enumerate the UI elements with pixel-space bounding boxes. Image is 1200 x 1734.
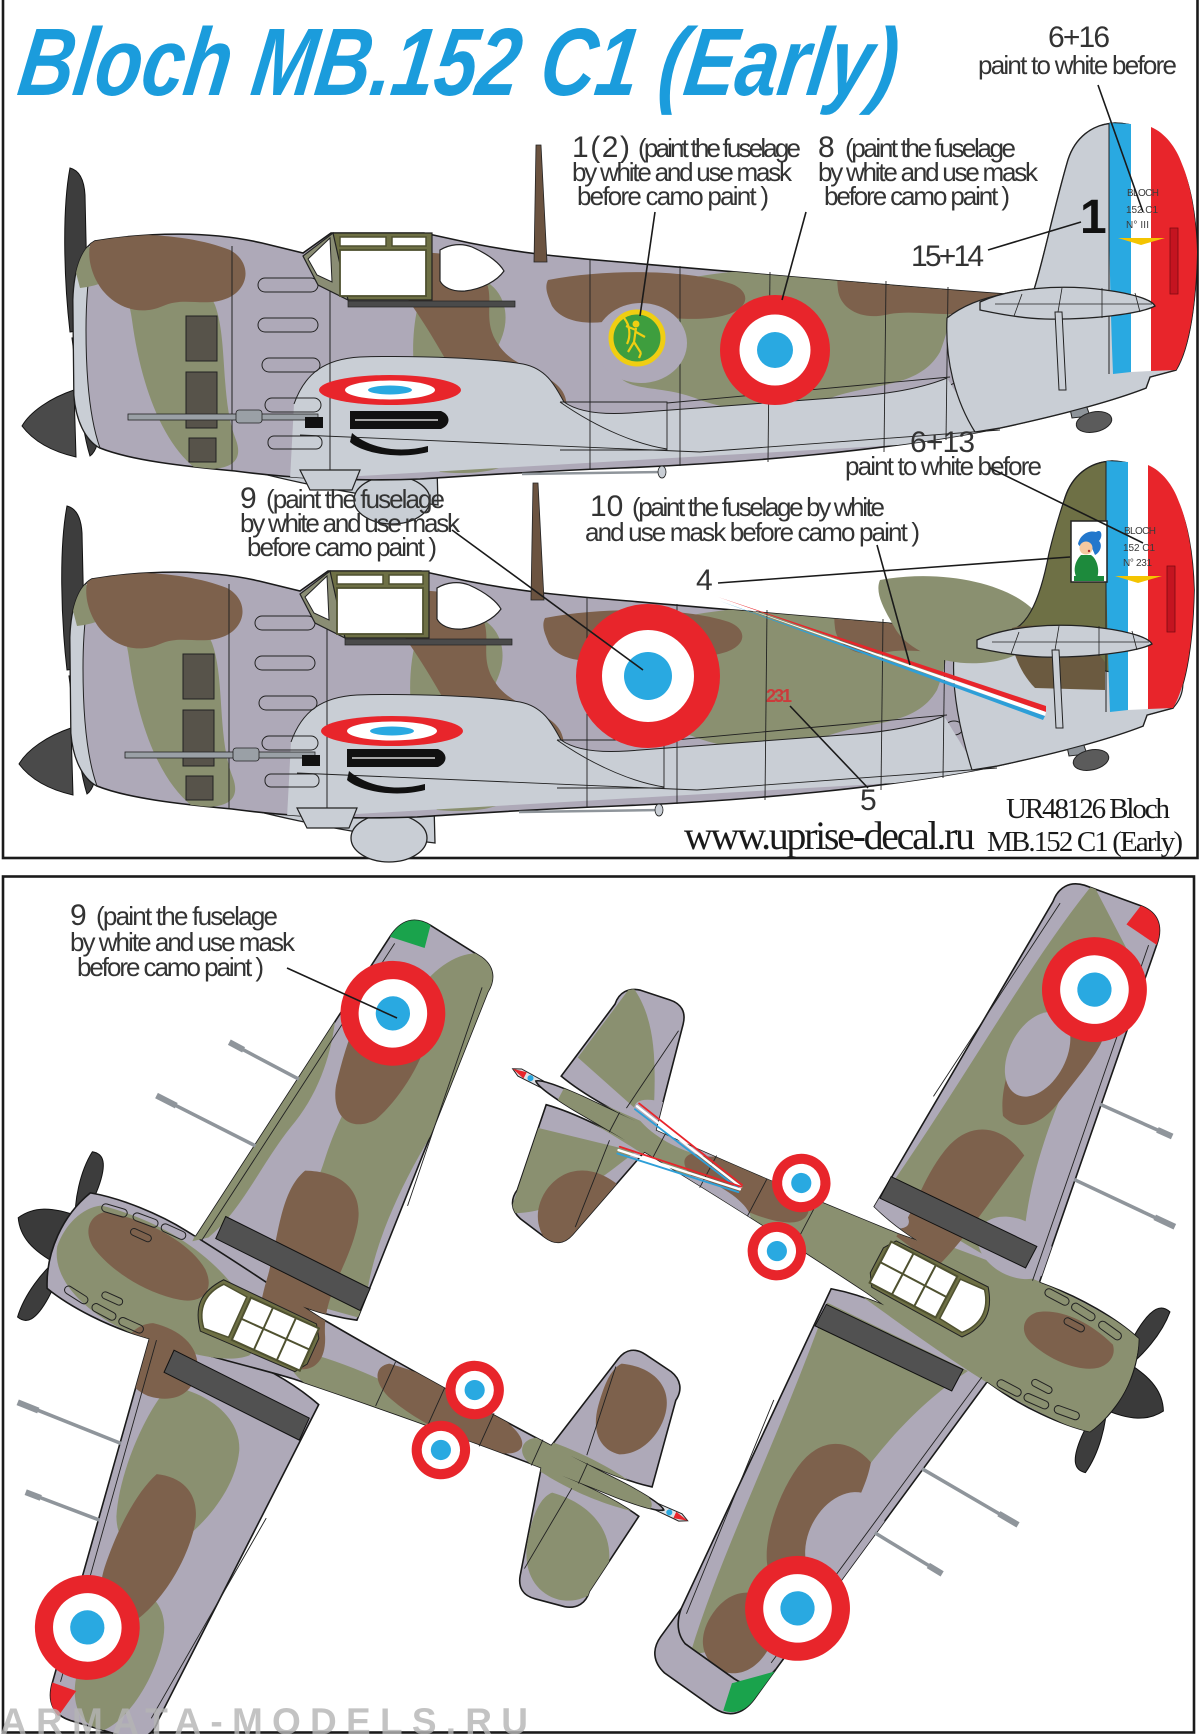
svg-text:9: 9 [70,899,87,932]
svg-text:MB.152 C1 (Early): MB.152 C1 (Early) [987,826,1183,858]
svg-text:152 C1: 152 C1 [1123,543,1156,554]
svg-text:BLOCH: BLOCH [1127,188,1160,199]
svg-text:before camo paint ): before camo paint ) [824,181,1010,211]
svg-text:6+13: 6+13 [910,426,975,459]
svg-text:(paint the fuselage by white: (paint the fuselage by white [632,492,885,522]
svg-text:6+16: 6+16 [1048,21,1110,54]
svg-text:231: 231 [766,686,792,706]
svg-text:www.uprise-decal.ru: www.uprise-decal.ru [684,813,975,858]
svg-text:by white and use mask: by white and use mask [240,508,461,538]
svg-text:(paint the fuselage: (paint the fuselage [638,133,801,163]
svg-text:N° III: N° III [1126,220,1150,231]
svg-text:5: 5 [860,784,877,817]
svg-text:paint to white before: paint to white before [978,50,1177,80]
svg-text:BLOCH: BLOCH [1124,526,1157,537]
svg-text:(paint the fuselage: (paint the fuselage [266,484,445,514]
svg-text:9: 9 [240,482,257,515]
svg-text:4: 4 [696,564,713,597]
svg-text:8: 8 [818,131,835,164]
svg-text:by white and use mask: by white and use mask [818,157,1039,187]
svg-text:by white and use mask: by white and use mask [70,927,296,957]
svg-text:before camo paint ): before camo paint ) [577,181,769,211]
svg-text:15+14: 15+14 [911,240,984,273]
svg-text:(paint the fuselage: (paint the fuselage [845,133,1016,163]
svg-text:N° 231: N° 231 [1123,558,1153,569]
svg-text:1: 1 [1080,191,1107,244]
svg-text:10: 10 [590,490,623,523]
svg-text:before camo paint ): before camo paint ) [77,952,264,982]
svg-text:1(2): 1(2) [572,131,630,164]
svg-text:by white and use mask: by white and use mask [572,157,793,187]
svg-text:UR48126 Bloch: UR48126 Bloch [1006,793,1171,825]
svg-text:before camo paint ): before camo paint ) [247,532,437,562]
svg-text:Bloch MB.152 C1 (Early): Bloch MB.152 C1 (Early) [13,9,906,115]
svg-text:(paint the fuselage: (paint the fuselage [96,901,278,931]
svg-text:and use mask before camo paint: and use mask before camo paint ) [585,517,920,547]
svg-text:paint to white before: paint to white before [845,451,1042,481]
